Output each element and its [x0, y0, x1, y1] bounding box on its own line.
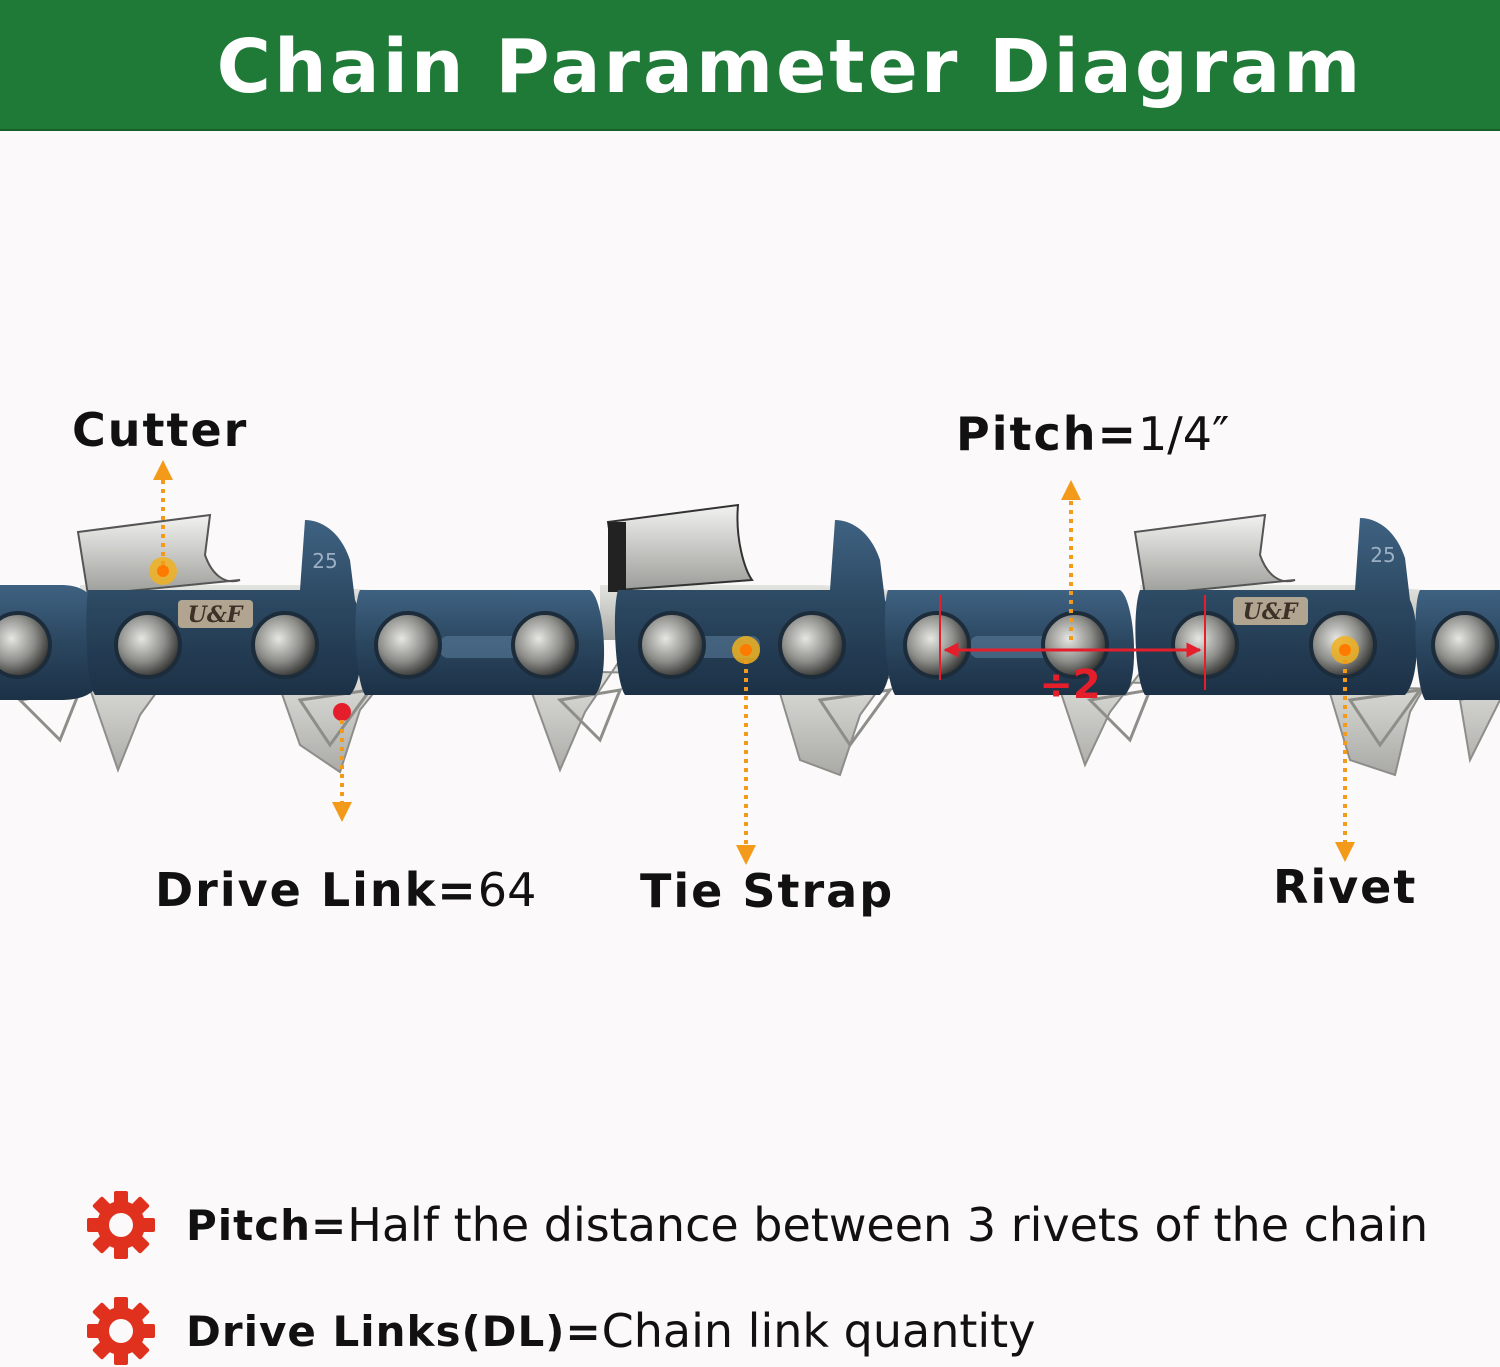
cutter-label: Cutter	[72, 403, 249, 457]
pitch-label: Pitch=1/4″	[956, 408, 1229, 460]
drive-link-marker	[333, 703, 351, 721]
gear-icon	[87, 1191, 155, 1259]
title-banner: Chain Parameter Diagram	[0, 0, 1500, 131]
note-pitch: Pitch=Half the distance between 3 rivets…	[86, 1190, 1428, 1260]
tie-strap-label: Tie Strap	[640, 864, 895, 918]
note-pitch-desc: Half the distance between 3 rivets of th…	[347, 1198, 1429, 1252]
brand-stamp-1: U&F	[188, 602, 244, 628]
size-stamp-1: 25	[312, 549, 337, 573]
drive-link-label-name: Drive Link=	[155, 863, 478, 917]
cutters	[76, 503, 1296, 597]
note-drive-links-term: Drive Links(DL)=	[186, 1306, 602, 1356]
gear-icon	[87, 1297, 155, 1365]
size-stamp-2: 25	[1370, 543, 1395, 567]
pitch-label-name: Pitch=	[956, 407, 1139, 461]
plate-stamps: U&F 25 U&F 25	[178, 543, 1396, 628]
pitch-label-value: 1/4″	[1138, 407, 1230, 461]
rivet-label: Rivet	[1273, 860, 1418, 914]
note-drive-links: Drive Links(DL)=Chain link quantity	[86, 1296, 1035, 1366]
drive-link-label: Drive Link=64	[155, 864, 536, 916]
pitch-measure: ÷2	[939, 595, 1206, 708]
drive-link-label-value: 64	[477, 863, 537, 917]
brand-stamp-2: U&F	[1243, 599, 1299, 625]
divide-by-two-label: ÷2	[1039, 662, 1100, 708]
callouts	[149, 460, 1359, 865]
chain-diagram: U&F 25 U&F 25 ÷2	[0, 460, 1500, 865]
rivets	[0, 611, 1499, 679]
note-drive-links-desc: Chain link quantity	[601, 1304, 1036, 1358]
page-title: Chain Parameter Diagram	[216, 24, 1364, 110]
note-pitch-term: Pitch=	[186, 1200, 348, 1250]
